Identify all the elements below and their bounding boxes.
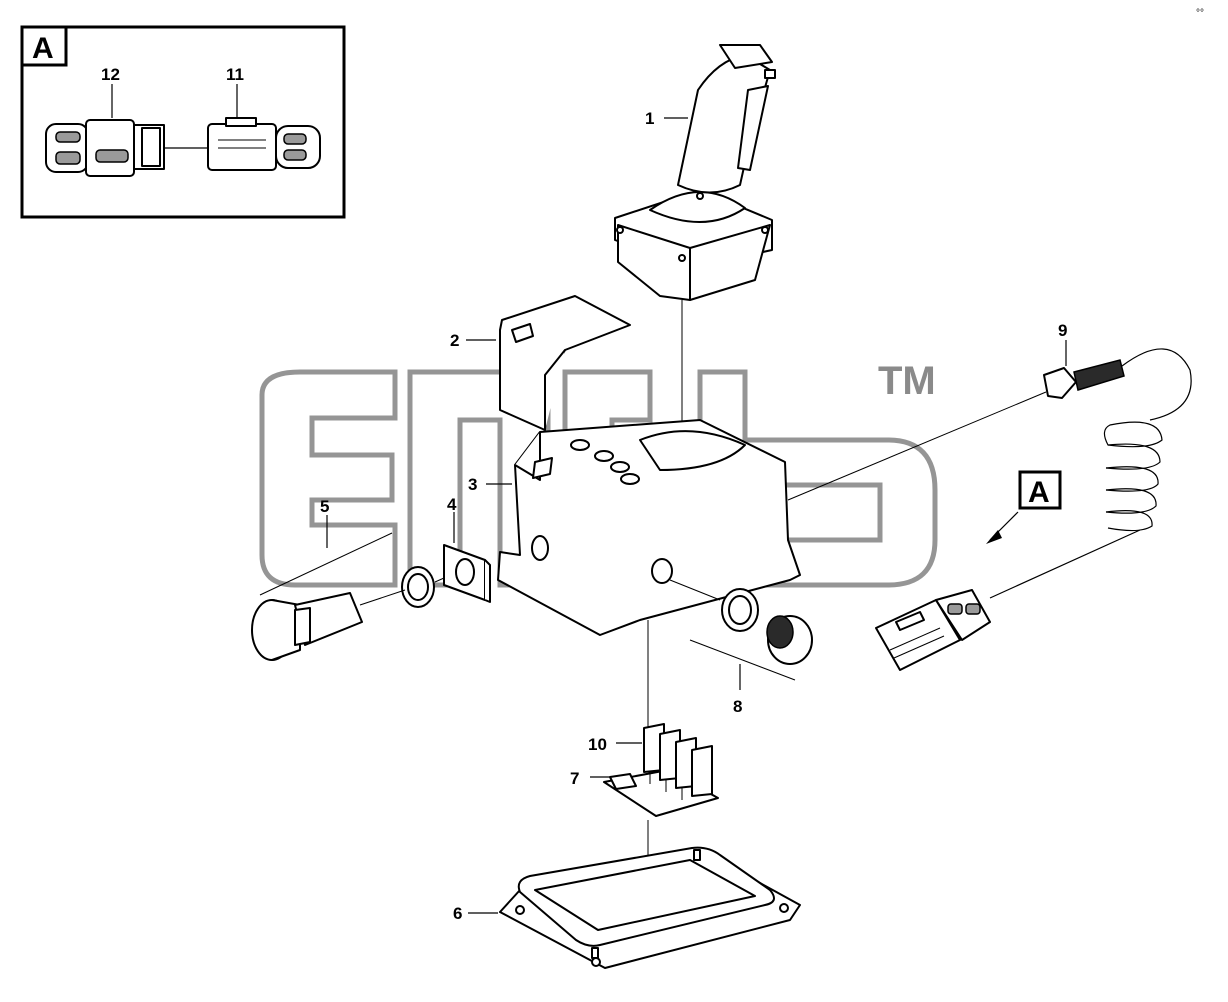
chip-7: [609, 773, 637, 790]
view-letter: A: [1028, 476, 1050, 509]
corner-mark: °°: [1196, 8, 1204, 19]
push-button-5: [251, 566, 435, 661]
callout-7: 7: [570, 769, 579, 788]
trademark-symbol: TM: [878, 359, 936, 403]
callout-3: 3: [468, 475, 477, 494]
callout-1: 1: [645, 109, 654, 128]
callout-2: 2: [450, 331, 459, 350]
view-a-marker: A: [986, 470, 1062, 544]
base-gasket-6: [499, 846, 801, 969]
inset-letter: A: [32, 32, 54, 65]
callout-10: 10: [588, 735, 607, 754]
connector-11: [207, 117, 321, 171]
cover-plate-2: [499, 295, 631, 431]
housing-3: [497, 419, 801, 636]
connector-12: [45, 119, 165, 177]
callout-5: 5: [320, 497, 329, 516]
joystick-handle-1: [614, 44, 776, 301]
relay-board-10: [603, 723, 719, 817]
callout-8: 8: [733, 697, 742, 716]
callout-6: 6: [453, 904, 462, 923]
cable-connector: [875, 589, 991, 671]
callout-4: 4: [447, 495, 457, 514]
inset-detail-a: A 12 11: [20, 25, 346, 219]
callout-12: 12: [101, 65, 120, 84]
bracket-4: [443, 544, 491, 603]
callout-9: 9: [1058, 321, 1067, 340]
ring-cap-8: [721, 588, 813, 665]
callout-11: 11: [226, 65, 244, 84]
coiled-cable-9: [989, 348, 1192, 599]
